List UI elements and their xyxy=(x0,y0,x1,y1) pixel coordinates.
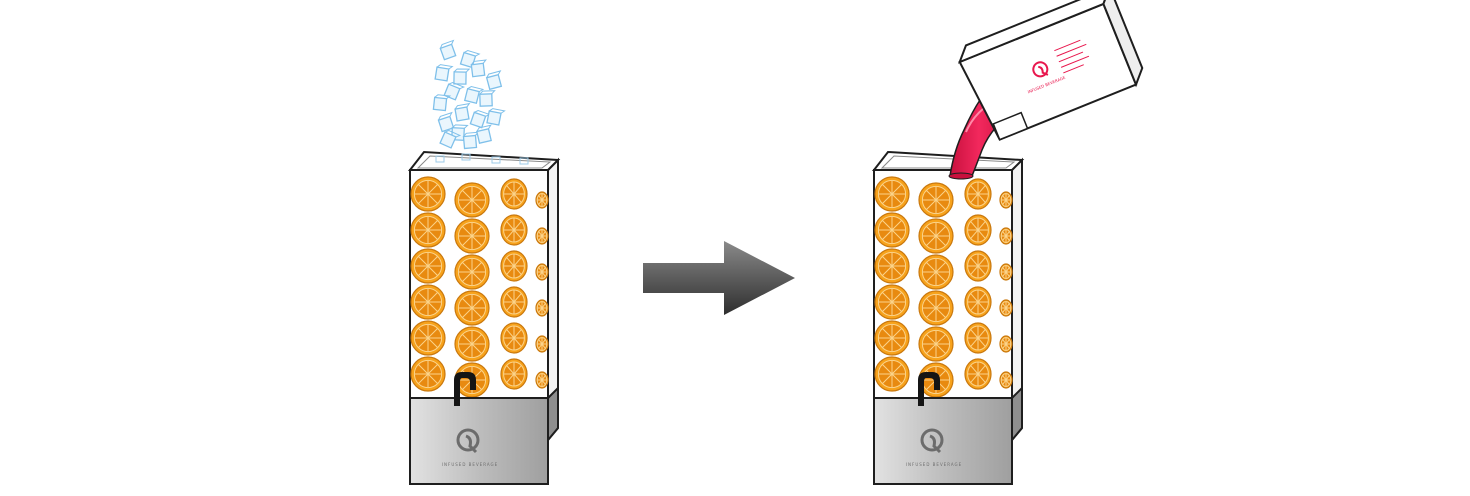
orange-slice-icon xyxy=(454,326,490,362)
orange-slice-icon xyxy=(918,290,954,326)
orange-slice-icon xyxy=(535,227,549,245)
ice-cube-icon xyxy=(476,124,492,144)
orange-slice-icon xyxy=(535,335,549,353)
orange-slice-icon xyxy=(874,176,910,212)
container-top xyxy=(957,0,1112,64)
orange-slice-icon xyxy=(454,182,490,218)
orange-slice-icon xyxy=(410,320,446,356)
orange-slice-icon xyxy=(999,371,1013,389)
right-arrow-icon xyxy=(643,241,795,315)
ice-cube-icon xyxy=(463,86,485,105)
ice-cube-icon xyxy=(469,109,491,129)
ice-cube-icon xyxy=(454,102,471,122)
step-2-dispenser-with-concentrate: INFUSED BEVERAGE INFUSED BEVERAGE xyxy=(871,0,1144,485)
dispenser: INFUSED BEVERAGE xyxy=(407,150,561,485)
orange-slice-icon xyxy=(999,299,1013,317)
orange-slice-icon xyxy=(964,214,992,246)
orange-slice-icon xyxy=(874,320,910,356)
orange-slice-icon xyxy=(535,191,549,209)
step-1-dispenser-with-ice: INFUSED BEVERAGE xyxy=(407,39,561,485)
orange-slice-icon xyxy=(964,358,992,390)
dispenser-base-side xyxy=(1011,385,1023,443)
ice-cubes xyxy=(432,39,506,150)
orange-slice-icon xyxy=(535,299,549,317)
orange-slices xyxy=(874,176,1013,398)
dispenser-base-side xyxy=(547,385,559,443)
orange-slice-icon xyxy=(999,335,1013,353)
orange-slice-icon xyxy=(964,250,992,282)
orange-slice-icon xyxy=(874,284,910,320)
orange-slice-icon xyxy=(410,248,446,284)
orange-slice-icon xyxy=(964,286,992,318)
container-label-lines-icon xyxy=(1054,39,1090,74)
orange-slice-icon xyxy=(410,356,446,392)
orange-slice-icon xyxy=(500,178,528,210)
orange-slice-icon xyxy=(918,326,954,362)
orange-slice-icon xyxy=(454,218,490,254)
orange-slice-icon xyxy=(410,284,446,320)
dispenser-base-label: INFUSED BEVERAGE xyxy=(906,462,962,467)
brand-logo-icon xyxy=(456,428,480,454)
orange-slice-icon xyxy=(874,212,910,248)
orange-slice-icon xyxy=(535,371,549,389)
ice-cube-icon xyxy=(470,59,487,78)
orange-slice-icon xyxy=(500,286,528,318)
orange-slice-icon xyxy=(999,227,1013,245)
ice-inside-icon xyxy=(435,153,529,165)
orange-slice-icon xyxy=(500,250,528,282)
orange-slice-icon xyxy=(454,254,490,290)
orange-slice-icon xyxy=(874,248,910,284)
ice-cube-icon xyxy=(432,94,452,112)
orange-slice-icon xyxy=(410,212,446,248)
ice-cube-icon xyxy=(486,108,506,126)
ice-cube-icon xyxy=(439,130,462,149)
ice-cube-icon xyxy=(453,68,471,85)
orange-slice-icon xyxy=(500,214,528,246)
ice-cube-icon xyxy=(485,70,503,91)
orange-slice-icon xyxy=(918,182,954,218)
ice-cube-icon xyxy=(434,64,454,82)
ice-cube-icon xyxy=(439,39,457,61)
orange-slice-icon xyxy=(410,176,446,212)
spigot-icon xyxy=(918,372,940,406)
dispenser: INFUSED BEVERAGE xyxy=(871,150,1025,485)
brand-logo-icon xyxy=(920,428,944,454)
dispenser-base-label: INFUSED BEVERAGE xyxy=(442,462,498,467)
orange-slices xyxy=(410,176,549,398)
spigot-icon xyxy=(454,372,476,406)
ice-cube-icon xyxy=(462,131,480,150)
orange-slice-icon xyxy=(535,263,549,281)
orange-slice-icon xyxy=(918,218,954,254)
orange-slice-icon xyxy=(454,290,490,326)
orange-slice-icon xyxy=(999,191,1013,209)
orange-slice-icon xyxy=(500,358,528,390)
orange-slice-icon xyxy=(874,356,910,392)
container-logo-icon xyxy=(1032,61,1049,78)
orange-slice-icon xyxy=(918,254,954,290)
pouring-container: INFUSED BEVERAGE xyxy=(957,0,1144,141)
container-side xyxy=(1102,0,1144,88)
orange-slice-icon xyxy=(999,263,1013,281)
orange-slice-icon xyxy=(500,322,528,354)
ice-cube-icon xyxy=(479,90,496,107)
orange-slice-icon xyxy=(964,178,992,210)
ice-cube-icon xyxy=(437,111,455,133)
orange-slice-icon xyxy=(964,322,992,354)
